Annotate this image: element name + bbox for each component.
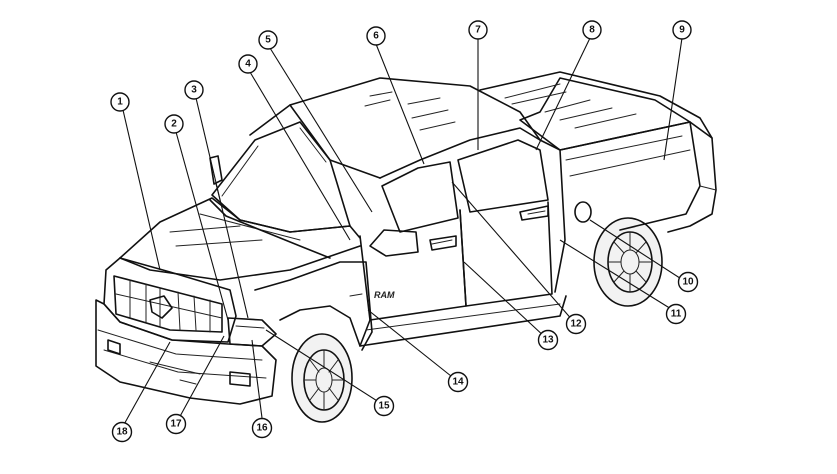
callout-9: 9: [672, 20, 692, 40]
callout-12: 12: [565, 313, 587, 335]
callout-10: 10: [677, 271, 699, 293]
callout-8: 8: [582, 20, 602, 40]
rear-wheel: [593, 217, 663, 307]
front-end: RAM: [119, 155, 395, 351]
callout-13: 13: [537, 329, 559, 351]
callout-label-2: 2: [171, 119, 177, 130]
callout-label-18: 18: [116, 427, 128, 438]
callout-3: 3: [184, 80, 204, 100]
callout-label-9: 9: [679, 25, 685, 36]
callout-7: 7: [468, 20, 488, 40]
callout-label-12: 12: [570, 319, 582, 330]
callout-label-6: 6: [373, 31, 379, 42]
callout-label-4: 4: [245, 59, 251, 70]
callout-11: 11: [665, 303, 687, 325]
callout-label-14: 14: [452, 377, 464, 388]
callout-label-16: 16: [256, 423, 268, 434]
callout-label-10: 10: [682, 277, 694, 288]
callout-label-11: 11: [671, 309, 682, 320]
callout-5: 5: [258, 30, 278, 50]
cab: [211, 77, 567, 347]
callout-14: 14: [447, 371, 469, 393]
callout-16: 16: [251, 417, 273, 439]
callout-15: 15: [373, 395, 395, 417]
callout-label-8: 8: [589, 25, 595, 36]
callout-label-17: 17: [170, 419, 182, 430]
callout-1: 1: [110, 92, 130, 112]
callout-label-15: 15: [378, 401, 390, 412]
callout-2: 2: [164, 114, 184, 134]
truck-bed: [479, 71, 717, 233]
callout-label-7: 7: [475, 25, 481, 36]
callout-label-1: 1: [117, 97, 123, 108]
callout-label-3: 3: [191, 85, 197, 96]
callout-18: 18: [111, 421, 133, 443]
fuel-door: [574, 201, 592, 223]
grille-and-bumper: [95, 257, 277, 405]
front-wheel: [291, 333, 353, 423]
callout-6: 6: [366, 26, 386, 46]
callout-17: 17: [165, 413, 187, 435]
callout-label-5: 5: [265, 35, 271, 46]
ram-fender-badge: RAM: [374, 290, 395, 300]
callout-label-13: 13: [542, 335, 554, 346]
truck-illustration: RAM: [95, 71, 717, 423]
callout-4: 4: [238, 54, 258, 74]
leader-lines: [121, 37, 687, 429]
